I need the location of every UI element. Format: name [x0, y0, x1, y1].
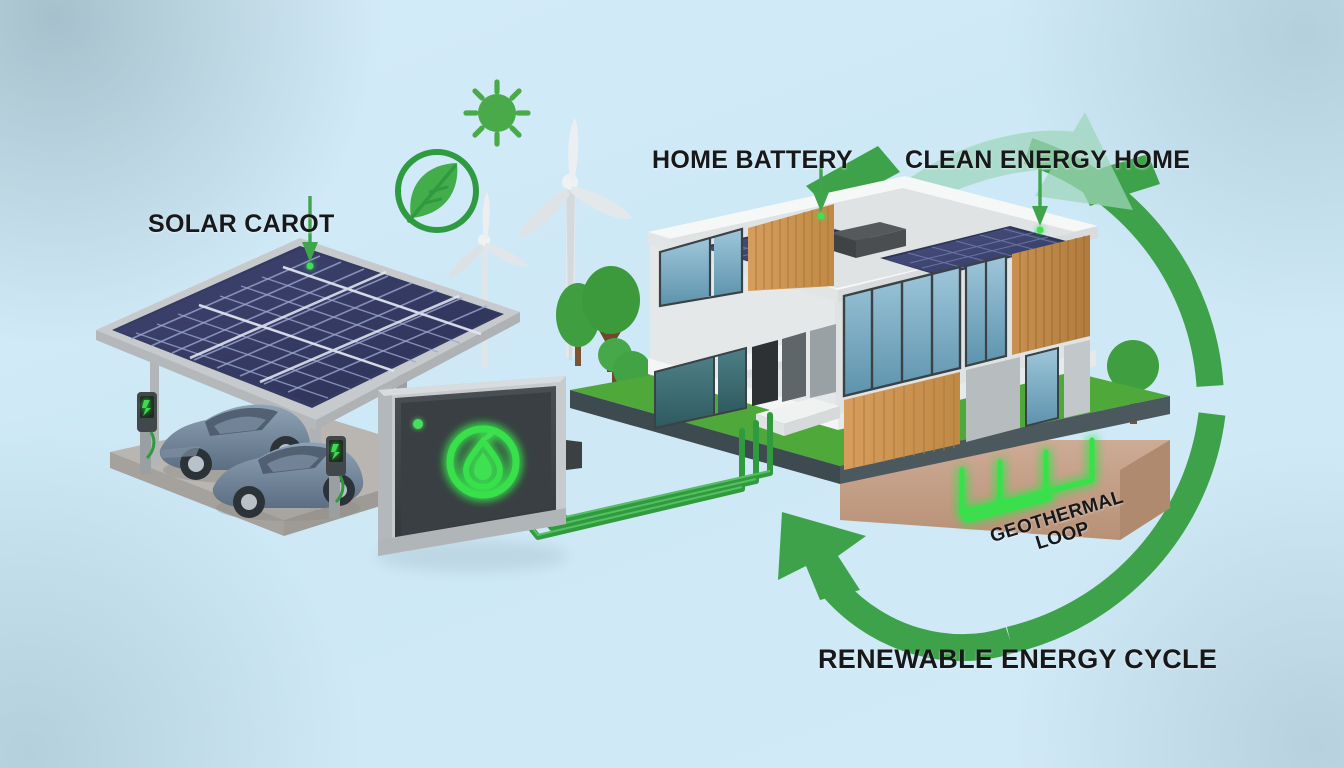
- pointer-arrows: [308, 155, 1042, 248]
- ev-charger-2: [326, 436, 346, 518]
- pointer-glow-dots: [306, 212, 1044, 270]
- label-renewable-energy-cycle: RENEWABLE ENERGY CYCLE: [818, 644, 1218, 674]
- ev-charger-1: [137, 392, 157, 474]
- status-led-icon: [413, 419, 423, 429]
- trees: [556, 266, 1159, 483]
- roof-solar-array-2: [880, 226, 1070, 276]
- label-clean-energy-home: CLEAN ENERGY HOME: [905, 146, 1191, 174]
- leaf-in-circle-icon: [395, 149, 479, 233]
- pointer-arrowheads: [302, 192, 1048, 262]
- hvac-unit: [830, 222, 906, 258]
- cycle-arrow-head: [778, 512, 866, 600]
- sun-icon: [463, 79, 531, 147]
- geothermal-loop-pipes: [959, 437, 1095, 523]
- home-battery-unit: [376, 376, 582, 572]
- label-solar-carport: SOLAR CAROT: [148, 210, 335, 238]
- clean-energy-home: [570, 176, 1170, 540]
- solar-carport: [96, 238, 520, 536]
- label-home-battery: HOME BATTERY: [652, 146, 853, 174]
- energy-drop-icon: [446, 425, 520, 499]
